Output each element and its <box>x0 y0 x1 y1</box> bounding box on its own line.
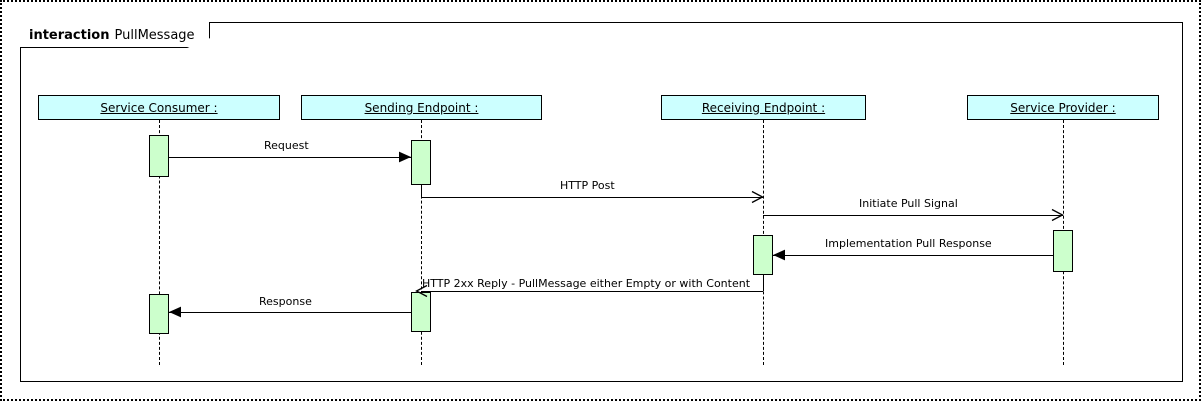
message-label-http-post: HTTP Post <box>560 179 615 192</box>
activation-bar-sending-endpoint-2 <box>411 292 431 332</box>
activation-bar-sending-endpoint-1 <box>411 140 431 185</box>
message-line-initiate-pull-signal <box>763 215 1063 216</box>
frame-name: PullMessage <box>114 27 195 43</box>
message-label-initiate-pull-signal: Initiate Pull Signal <box>859 197 958 210</box>
message-label-http-2xx-reply: HTTP 2xx Reply - PullMessage either Empt… <box>422 277 751 290</box>
arrowhead-filled-response <box>169 306 181 318</box>
message-line-response <box>169 312 411 313</box>
lifeline-label-receiving-endpoint: Receiving Endpoint : <box>701 100 826 115</box>
message-line-implementation-pull-response <box>773 255 1053 256</box>
message-label-response: Response <box>259 295 312 308</box>
lifeline-line-sending-endpoint <box>421 120 422 365</box>
lifeline-label-service-consumer: Service Consumer : <box>100 100 218 115</box>
arrowhead-open-initiate-pull-signal <box>1051 208 1064 222</box>
message-label-implementation-pull-response: Implementation Pull Response <box>825 237 992 250</box>
message-line-http-2xx-reply <box>421 291 763 292</box>
lifeline-label-service-provider: Service Provider : <box>1010 100 1116 115</box>
activation-bar-service-provider-1 <box>1053 230 1073 272</box>
interaction-frame-label: interaction PullMessage <box>20 22 210 48</box>
arrowhead-filled-request <box>399 151 411 163</box>
lifeline-head-receiving-endpoint[interactable]: Receiving Endpoint : <box>661 95 866 120</box>
arrowhead-open-http-post <box>751 190 764 204</box>
interaction-frame <box>20 22 1183 382</box>
lifeline-head-sending-endpoint[interactable]: Sending Endpoint : <box>301 95 542 120</box>
arrowhead-open-http-2xx-reply <box>415 284 428 298</box>
frame-keyword: interaction <box>29 27 110 43</box>
lifeline-head-service-consumer[interactable]: Service Consumer : <box>38 95 280 120</box>
message-line-request <box>169 157 411 158</box>
activation-bar-service-consumer-2 <box>149 294 169 334</box>
lifeline-head-service-provider[interactable]: Service Provider : <box>967 95 1159 120</box>
lifeline-label-sending-endpoint: Sending Endpoint : <box>364 100 479 115</box>
message-dropline-http-2xx-reply <box>763 275 764 291</box>
message-label-request: Request <box>264 139 309 152</box>
interaction-frame-tab <box>20 22 210 48</box>
message-line-http-post <box>421 197 763 198</box>
lifeline-line-service-consumer <box>159 120 160 365</box>
message-dropline-http-post <box>421 185 422 197</box>
activation-bar-receiving-endpoint-1 <box>753 235 773 275</box>
activation-bar-service-consumer-1 <box>149 135 169 177</box>
arrowhead-filled-implementation-pull-response <box>773 249 785 261</box>
